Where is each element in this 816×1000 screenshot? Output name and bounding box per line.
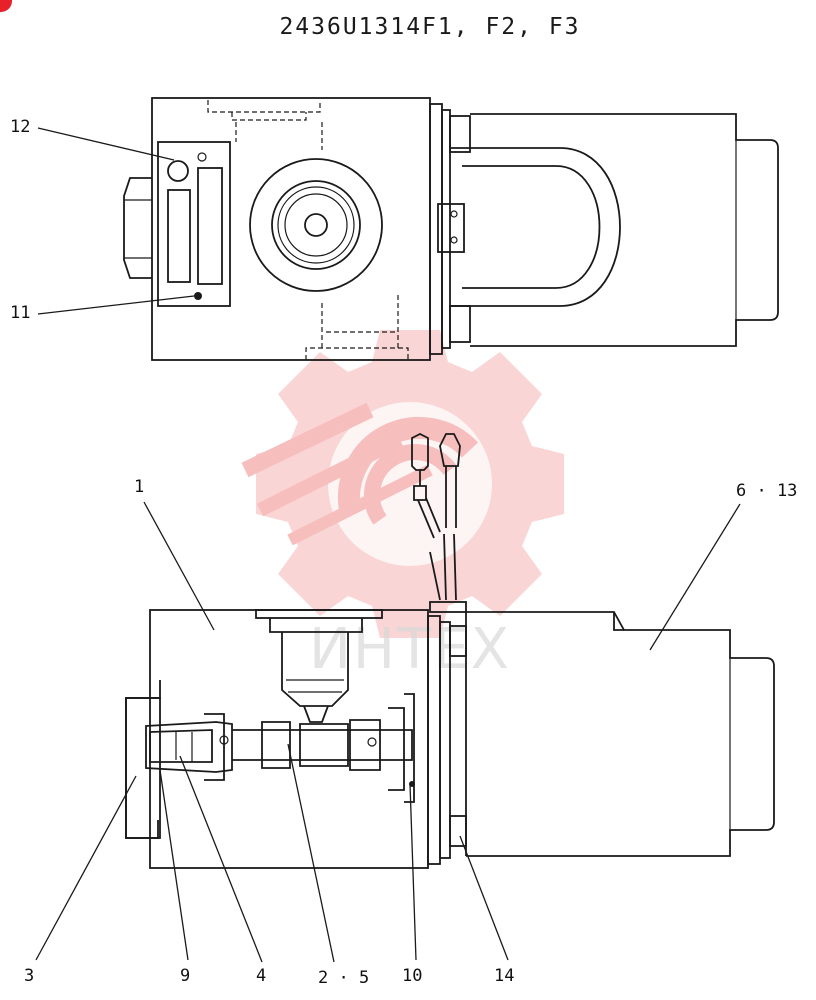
watermark-text: ИНТЕХ xyxy=(309,617,511,682)
leader-lines xyxy=(35,127,741,963)
top-view xyxy=(123,97,779,361)
callout-12: 12 xyxy=(10,117,31,137)
diagram-title: 2436U1314F1, F2, F3 xyxy=(279,14,581,40)
callout-14: 14 xyxy=(494,966,515,986)
callout-11: 11 xyxy=(10,303,31,323)
callout-10: 10 xyxy=(402,966,423,986)
side-view xyxy=(125,432,775,869)
callout-2-5: 2 · 5 xyxy=(318,968,370,988)
callout-6-13: 6 · 13 xyxy=(736,481,798,501)
callout-1: 1 xyxy=(134,477,145,497)
gear-logo-icon xyxy=(241,330,564,638)
callout-4: 4 xyxy=(256,966,267,986)
callout-9: 9 xyxy=(180,966,191,986)
callout-3: 3 xyxy=(24,966,35,986)
